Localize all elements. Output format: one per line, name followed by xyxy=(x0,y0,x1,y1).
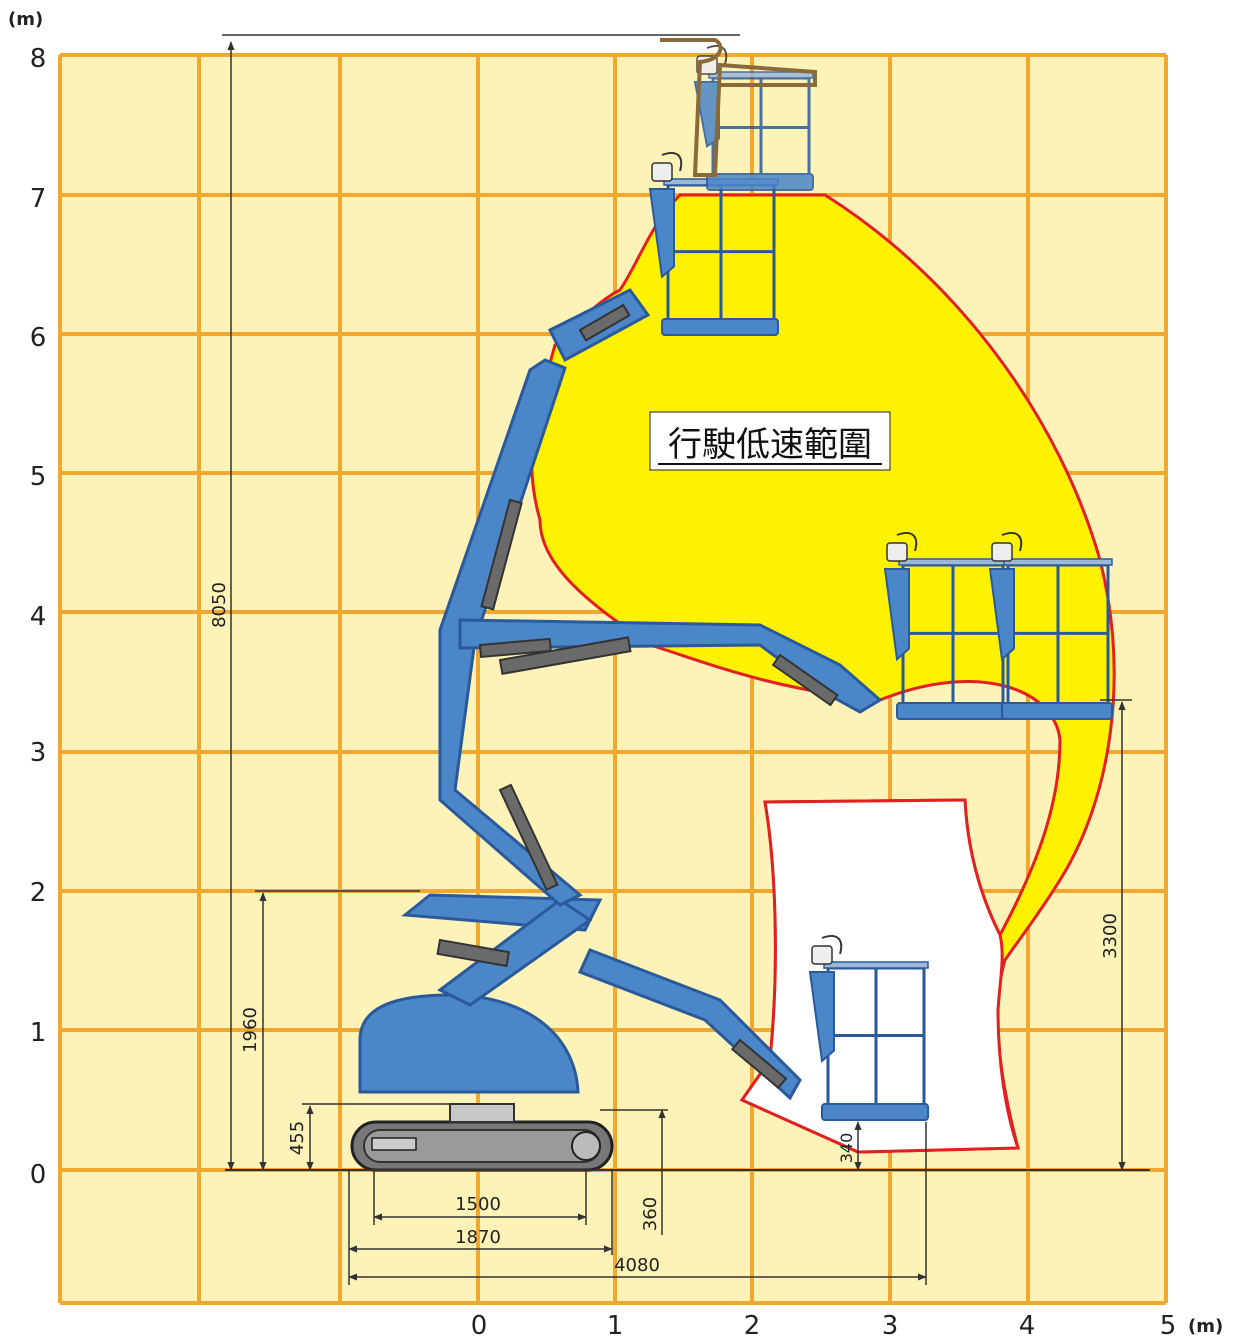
track-sprocket xyxy=(571,1131,601,1161)
y-axis-ticks: 8 7 6 5 4 3 2 1 0 xyxy=(30,44,47,1190)
mid-boom xyxy=(458,618,883,714)
x-tick-label: 2 xyxy=(744,1311,761,1340)
lower-boom-link xyxy=(437,898,593,1007)
low-boom xyxy=(577,948,802,1101)
platform-basket xyxy=(808,935,929,1121)
dim-track-height: 455 xyxy=(287,1121,308,1155)
zone-label-box xyxy=(649,411,891,471)
cylinder xyxy=(578,303,631,342)
dim-pivot-height: 1960 xyxy=(240,1007,261,1053)
dim-ground-clear: 360 xyxy=(640,1197,661,1231)
y-axis-unit: (m) xyxy=(8,9,43,30)
cylinder xyxy=(436,938,511,968)
aerial-work-platform xyxy=(350,288,883,1172)
y-tick-label: 7 xyxy=(30,184,47,214)
x-tick-label: 1 xyxy=(607,1311,624,1340)
y-tick-label: 8 xyxy=(30,44,47,74)
x-tick-label: 3 xyxy=(882,1311,899,1340)
cylinder xyxy=(498,636,632,675)
cylinder xyxy=(498,783,559,892)
dimension-lines xyxy=(222,34,1150,1285)
y-tick-label: 0 xyxy=(30,1160,47,1190)
grid-lines xyxy=(58,53,1168,1305)
x-tick-label: 4 xyxy=(1019,1311,1036,1340)
top-boom-tip xyxy=(660,38,817,177)
platform-basket xyxy=(988,532,1113,720)
zone-label: 行駛低速範圍 xyxy=(668,425,872,465)
platform-basket xyxy=(883,532,1008,720)
dim-track-outer: 1870 xyxy=(455,1227,501,1248)
y-tick-label: 1 xyxy=(30,1018,47,1048)
x-axis-unit: (m) xyxy=(1188,1316,1223,1337)
dim-reach-height: 3300 xyxy=(1100,913,1121,959)
platform-positions xyxy=(648,38,1113,1121)
cylinder xyxy=(480,498,523,611)
track-motor xyxy=(371,1137,417,1151)
cylinder xyxy=(478,637,552,659)
y-tick-label: 6 xyxy=(30,323,47,353)
y-tick-label: 4 xyxy=(30,602,47,632)
x-tick-label: 5 xyxy=(1160,1311,1177,1340)
dim-track-inner: 1500 xyxy=(455,1194,501,1215)
x-axis-ticks: 0 1 2 3 4 5 xyxy=(471,1311,1177,1341)
cylinder xyxy=(730,1038,788,1090)
x-tick-label: 0 xyxy=(471,1311,488,1340)
y-tick-label: 5 xyxy=(30,462,47,492)
cylinder xyxy=(771,653,839,707)
low-speed-zone-cutout xyxy=(739,798,1021,1154)
turntable xyxy=(449,1103,515,1123)
y-tick-label: 3 xyxy=(30,738,47,768)
dim-max-height: 8050 xyxy=(209,582,230,628)
dim-bucket-low: 340 xyxy=(837,1133,856,1164)
dim-max-reach: 4080 xyxy=(614,1255,660,1276)
y-tick-label: 2 xyxy=(30,878,47,908)
